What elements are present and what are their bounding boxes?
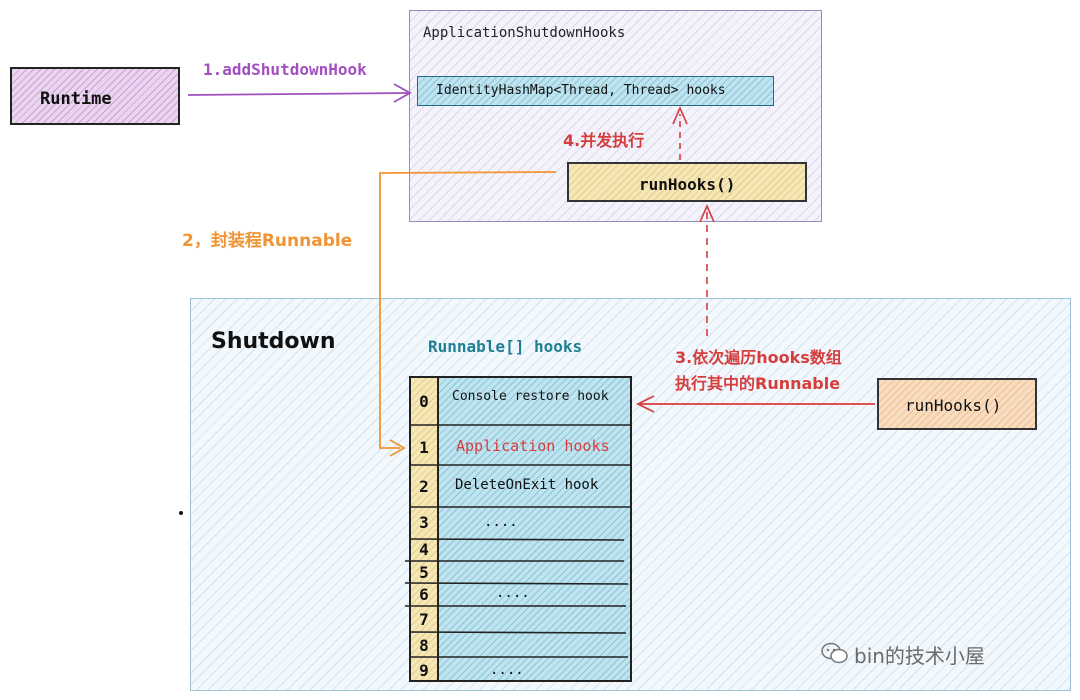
row-index-9: 9 [419, 661, 429, 680]
arrow-add-shutdown-hook [187, 83, 412, 103]
row-index-7: 7 [419, 610, 429, 629]
runtime-box: Runtime [10, 67, 180, 125]
watermark: bin的技术小屋 [820, 638, 1060, 668]
row-index-1: 1 [419, 438, 429, 457]
app-run-hooks-method: runHooks() [567, 162, 807, 202]
runnable-array-title: Runnable[] hooks [428, 337, 583, 356]
step1-label: 1.addShutdownHook [203, 60, 367, 79]
wechat-icon [821, 642, 848, 664]
runtime-label: Runtime [40, 89, 112, 109]
row-value-3: .... [484, 514, 518, 530]
step2-label: 2，封装程Runnable [182, 231, 353, 251]
row-index-6: 6 [419, 585, 429, 604]
identity-hash-map-field: IdentityHashMap<Thread, Thread> hooks [417, 76, 774, 106]
row-index-3: 3 [419, 513, 429, 532]
step4-label: 4.并发执行 [563, 131, 645, 150]
row-index-8: 8 [419, 636, 429, 655]
row-value-0: Console restore hook [452, 389, 609, 404]
stray-dot [179, 511, 183, 515]
hooks-array-table [409, 376, 632, 682]
shutdown-title: Shutdown [211, 329, 336, 354]
row-index-4: 4 [419, 540, 429, 559]
row-value-9: .... [490, 662, 524, 678]
identity-hash-map-label: IdentityHashMap<Thread, Thread> hooks [436, 83, 726, 98]
row-value-6: .... [496, 585, 530, 601]
row-value-2: DeleteOnExit hook [455, 477, 599, 493]
row-value-1: Application hooks [456, 437, 610, 455]
shutdown-run-hooks-label: runHooks() [905, 396, 1002, 415]
application-shutdown-hooks-title: ApplicationShutdownHooks [423, 25, 626, 41]
app-run-hooks-label: runHooks() [639, 175, 736, 194]
row-index-2: 2 [419, 477, 429, 496]
value-column [439, 378, 630, 680]
watermark-text: bin的技术小屋 [854, 644, 985, 668]
step3-label-line2: 执行其中的Runnable [675, 374, 841, 393]
shutdown-run-hooks-method: runHooks() [877, 378, 1037, 430]
step3-label-line1: 3.依次遍历hooks数组 [675, 348, 842, 367]
row-index-0: 0 [419, 392, 429, 411]
row-index-5: 5 [419, 563, 429, 582]
